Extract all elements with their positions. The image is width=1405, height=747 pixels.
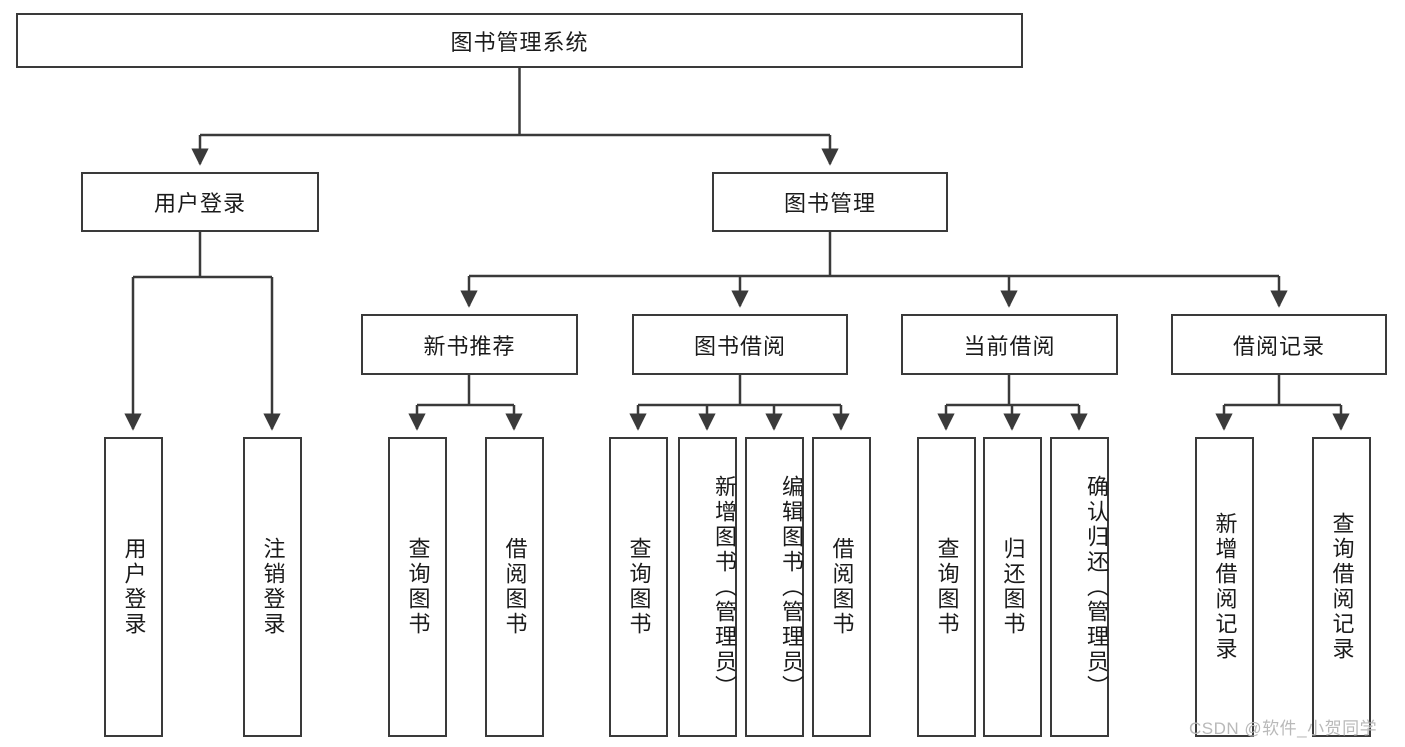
node-leaf-user-login[interactable]: 用户登录 — [104, 437, 163, 737]
node-book-manage[interactable]: 图书管理 — [712, 172, 948, 232]
node-leaf-borrow-book[interactable]: 借阅图书 — [812, 437, 871, 737]
node-book-borrow[interactable]: 图书借阅 — [632, 314, 848, 375]
node-borrow-record[interactable]: 借阅记录 — [1171, 314, 1387, 375]
node-leaf-return-book[interactable]: 归还图书 — [983, 437, 1042, 737]
node-leaf-query-book-borrow[interactable]: 查询图书 — [609, 437, 668, 737]
node-leaf-query-borrow-record[interactable]: 查询借阅记录 — [1312, 437, 1371, 737]
node-root[interactable]: 图书管理系统 — [16, 13, 1023, 68]
node-leaf-add-borrow-record[interactable]: 新增借阅记录 — [1195, 437, 1254, 737]
node-new-book-recommend[interactable]: 新书推荐 — [361, 314, 578, 375]
node-leaf-borrow-book-recommend[interactable]: 借阅图书 — [485, 437, 544, 737]
node-leaf-add-book[interactable]: 新增图书（管理员） — [678, 437, 737, 737]
node-leaf-query-book-recommend[interactable]: 查询图书 — [388, 437, 447, 737]
node-leaf-query-book-current[interactable]: 查询图书 — [917, 437, 976, 737]
node-leaf-edit-book[interactable]: 编辑图书（管理员） — [745, 437, 804, 737]
node-current-borrow[interactable]: 当前借阅 — [901, 314, 1118, 375]
csdn-watermark: CSDN @软件_小贺同学 — [1189, 719, 1378, 738]
node-user-login[interactable]: 用户登录 — [81, 172, 319, 232]
node-leaf-logout-login[interactable]: 注销登录 — [243, 437, 302, 737]
node-leaf-confirm-return[interactable]: 确认归还（管理员） — [1050, 437, 1109, 737]
